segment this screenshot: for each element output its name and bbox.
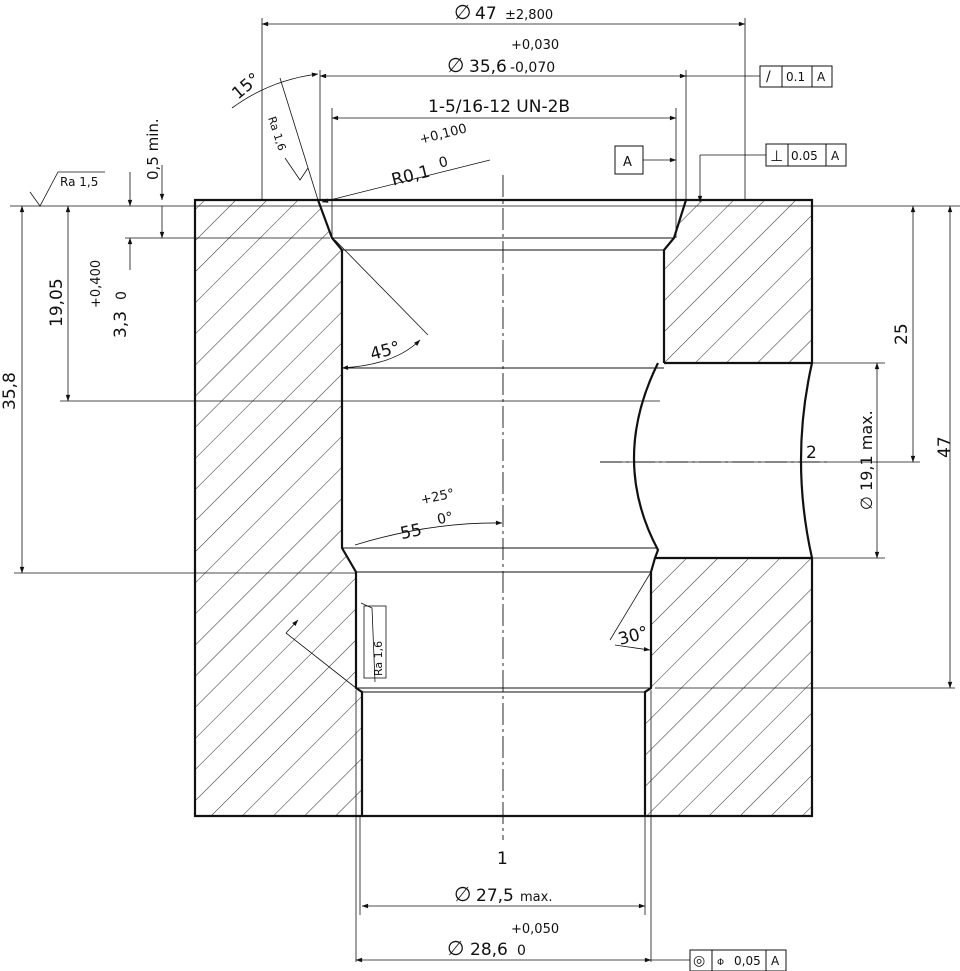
svg-text:0,05: 0,05 [734,954,761,968]
svg-text:27,5: 27,5 [476,886,514,906]
surface-finish-symbols [29,157,387,683]
dim-d27-5: ∅ 27,5 max. [454,882,552,906]
angle-45: 45° [368,338,402,365]
svg-text:55: 55 [398,520,423,544]
item-label-1: 1 [497,849,508,869]
svg-text:3,3: 3,3 [111,311,131,338]
dim-d28-6: +0,050 ∅ 28,6 0 [447,922,559,960]
surface-finish-bore: Ra 1,6 [372,641,385,676]
svg-text:+0,030: +0,030 [511,38,559,53]
dim-3-3: +0,400 3,3 0 [89,260,131,338]
dim-r01: +0,100 R0,1 0 [389,121,468,191]
svg-text:A: A [831,149,840,163]
svg-text:◎: ◎ [693,953,705,969]
surface-finish-chamfer: Ra 1,6 [265,115,288,152]
bore-profile-right [633,199,812,816]
hatch-right-upper [664,200,812,363]
svg-text:0: 0 [517,943,526,959]
hatch-left [195,200,362,816]
svg-text:∅: ∅ [454,0,471,24]
bore-profile-left [316,199,364,816]
svg-text:0°: 0° [436,509,455,528]
svg-text:28,6: 28,6 [470,940,508,960]
angle-30: 30° [616,623,650,650]
dim-25: 25 [892,323,912,345]
svg-text:/: / [766,69,771,85]
dim-47-height: 47 [935,436,955,458]
svg-text:+0,400: +0,400 [89,260,104,308]
dim-d47: ∅ 47 ±2,800 [454,0,553,24]
svg-text:35,6: 35,6 [469,57,507,77]
dim-19-05: 19,05 [47,278,67,327]
part-section [193,198,814,818]
tolerance-frame-concentricity: ◎ Φ 0,05 A [689,949,787,971]
svg-text:+25°: +25° [419,486,455,508]
surface-finish-top: Ra 1,5 [60,175,98,189]
tolerance-frame-perpendicularity: ⊥ 0.05 A [765,143,847,167]
svg-text:max.: max. [520,890,552,905]
svg-text:0.05: 0.05 [791,149,818,163]
svg-text:A: A [817,70,826,84]
svg-text:0: 0 [437,154,450,172]
item-label-2: 2 [806,443,817,463]
svg-text:Φ: Φ [717,958,724,968]
svg-text:∅: ∅ [447,936,464,960]
tolerance-frame-runout: / 0.1 A [759,65,833,88]
hatch-right-lower [645,558,812,816]
dim-0-5-min: 0,5 min. [144,118,162,180]
extension-lines [10,18,960,962]
svg-text:+0,050: +0,050 [511,922,559,937]
angle-55: +25° 55 0° [398,486,455,544]
svg-text:∅: ∅ [447,53,464,77]
svg-text:R0,1: R0,1 [389,162,432,191]
svg-text:-0,070: -0,070 [510,60,555,76]
dim-d19-1: ∅ 19,1 max. [857,410,876,510]
dim-d356: +0,030 ∅ 35,6 -0,070 [447,38,559,77]
dimension-lines [19,21,953,963]
svg-text:47: 47 [475,4,497,24]
angle-15: 15° [228,69,264,104]
datum-a-box: A [614,145,644,175]
svg-text:A: A [771,954,780,968]
dim-35-8: 35,8 [0,372,20,410]
svg-text:∅: ∅ [454,882,471,906]
svg-text:+0,100: +0,100 [418,121,468,147]
svg-text:±2,800: ±2,800 [505,8,553,23]
dim-thread: 1-5/16-12 UN-2B [428,97,570,117]
svg-text:⊥: ⊥ [770,147,783,165]
svg-text:0.1: 0.1 [786,70,805,84]
svg-text:A: A [623,155,632,170]
svg-text:0: 0 [114,291,130,300]
